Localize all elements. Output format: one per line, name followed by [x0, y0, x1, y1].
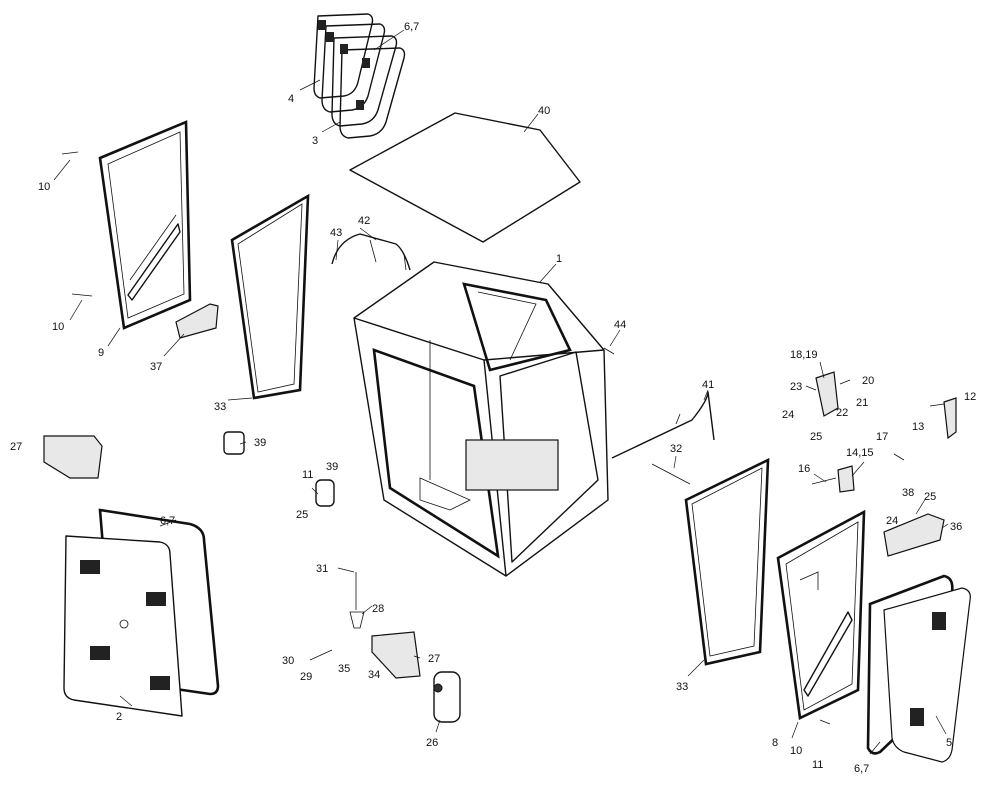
callout-4: 4 [288, 93, 294, 105]
part-armrest [175, 303, 219, 339]
callout-18-19: 18,19 [790, 349, 818, 361]
part-handle-12 [943, 397, 957, 440]
callout-16: 16 [798, 463, 810, 475]
callout-41: 41 [702, 379, 714, 391]
callout-42: 42 [358, 215, 370, 227]
leader-lines [53, 29, 949, 755]
callout-25-a: 25 [810, 431, 822, 443]
callout-10-c: 10 [790, 745, 802, 757]
callout-38: 38 [902, 487, 914, 499]
callout-33-left: 33 [214, 401, 226, 413]
part-side-glass-stack [313, 13, 406, 139]
part-bracket-mid [371, 631, 421, 679]
callout-34: 34 [368, 669, 380, 681]
callout-28: 28 [372, 603, 384, 615]
callout-20: 20 [862, 375, 874, 387]
callout-11-a: 11 [302, 469, 313, 481]
part-roof-panel [349, 112, 581, 243]
callout-6-7-top: 6,7 [404, 21, 419, 33]
part-mirror [433, 671, 461, 723]
callout-24-b: 24 [886, 515, 898, 527]
part-right-door [776, 509, 866, 720]
part-grommet-39b [315, 479, 335, 507]
callout-29: 29 [300, 671, 312, 683]
part-handrail-42 [331, 233, 411, 271]
part-bracket-36 [883, 513, 945, 557]
callout-6-7-left: 6,7 [160, 515, 175, 527]
part-bracket-left [43, 435, 103, 479]
part-left-door [98, 120, 192, 330]
callout-39-b: 39 [326, 461, 338, 473]
callout-22: 22 [836, 407, 848, 419]
callout-17: 17 [876, 431, 888, 443]
part-right-glass-set [866, 574, 971, 763]
part-grommet-39a [223, 431, 245, 455]
part-latch-plate [815, 371, 839, 417]
callout-23: 23 [790, 381, 802, 393]
callout-26: 26 [426, 737, 438, 749]
callout-8: 8 [772, 737, 778, 749]
callout-14-15: 14,15 [846, 447, 874, 459]
part-handrail-41 [611, 391, 715, 459]
callout-32: 32 [670, 443, 682, 455]
callout-30: 30 [282, 655, 294, 667]
fasteners [61, 151, 945, 725]
callout-9: 9 [98, 347, 104, 359]
callout-21: 21 [856, 397, 868, 409]
callout-27-left: 27 [10, 441, 22, 453]
callout-40: 40 [538, 105, 550, 117]
callout-36: 36 [950, 521, 962, 533]
callout-31: 31 [316, 563, 328, 575]
callout-27-mid: 27 [428, 653, 440, 665]
callout-12: 12 [964, 391, 976, 403]
callout-33-right: 33 [676, 681, 688, 693]
callout-5: 5 [946, 737, 952, 749]
part-lock-14-15 [837, 465, 855, 493]
callout-10-a: 10 [38, 181, 50, 193]
part-cab-frame [353, 261, 609, 577]
part-right-window-seal [684, 457, 770, 666]
callout-44: 44 [614, 319, 626, 331]
callout-labels: 6,7 4 3 40 10 10 9 37 42 43 33 1 44 41 1… [10, 21, 976, 775]
callout-35: 35 [338, 663, 350, 675]
callout-24-a: 24 [782, 409, 794, 421]
callout-25-b: 25 [296, 509, 308, 521]
vent-grille [318, 20, 370, 110]
callout-3: 3 [312, 135, 318, 147]
part-left-window-seal [230, 193, 310, 400]
callout-1: 1 [556, 253, 562, 265]
callout-25-c: 25 [924, 491, 936, 503]
part-roof-lining-panels [63, 508, 220, 717]
callout-10-b: 10 [52, 321, 64, 333]
callout-37: 37 [150, 361, 162, 373]
callout-6-7-right: 6,7 [854, 763, 869, 775]
callout-39-a: 39 [254, 437, 266, 449]
callout-2: 2 [116, 711, 122, 723]
callout-43: 43 [330, 227, 342, 239]
callout-13: 13 [912, 421, 924, 433]
callout-11-b: 11 [812, 759, 823, 771]
